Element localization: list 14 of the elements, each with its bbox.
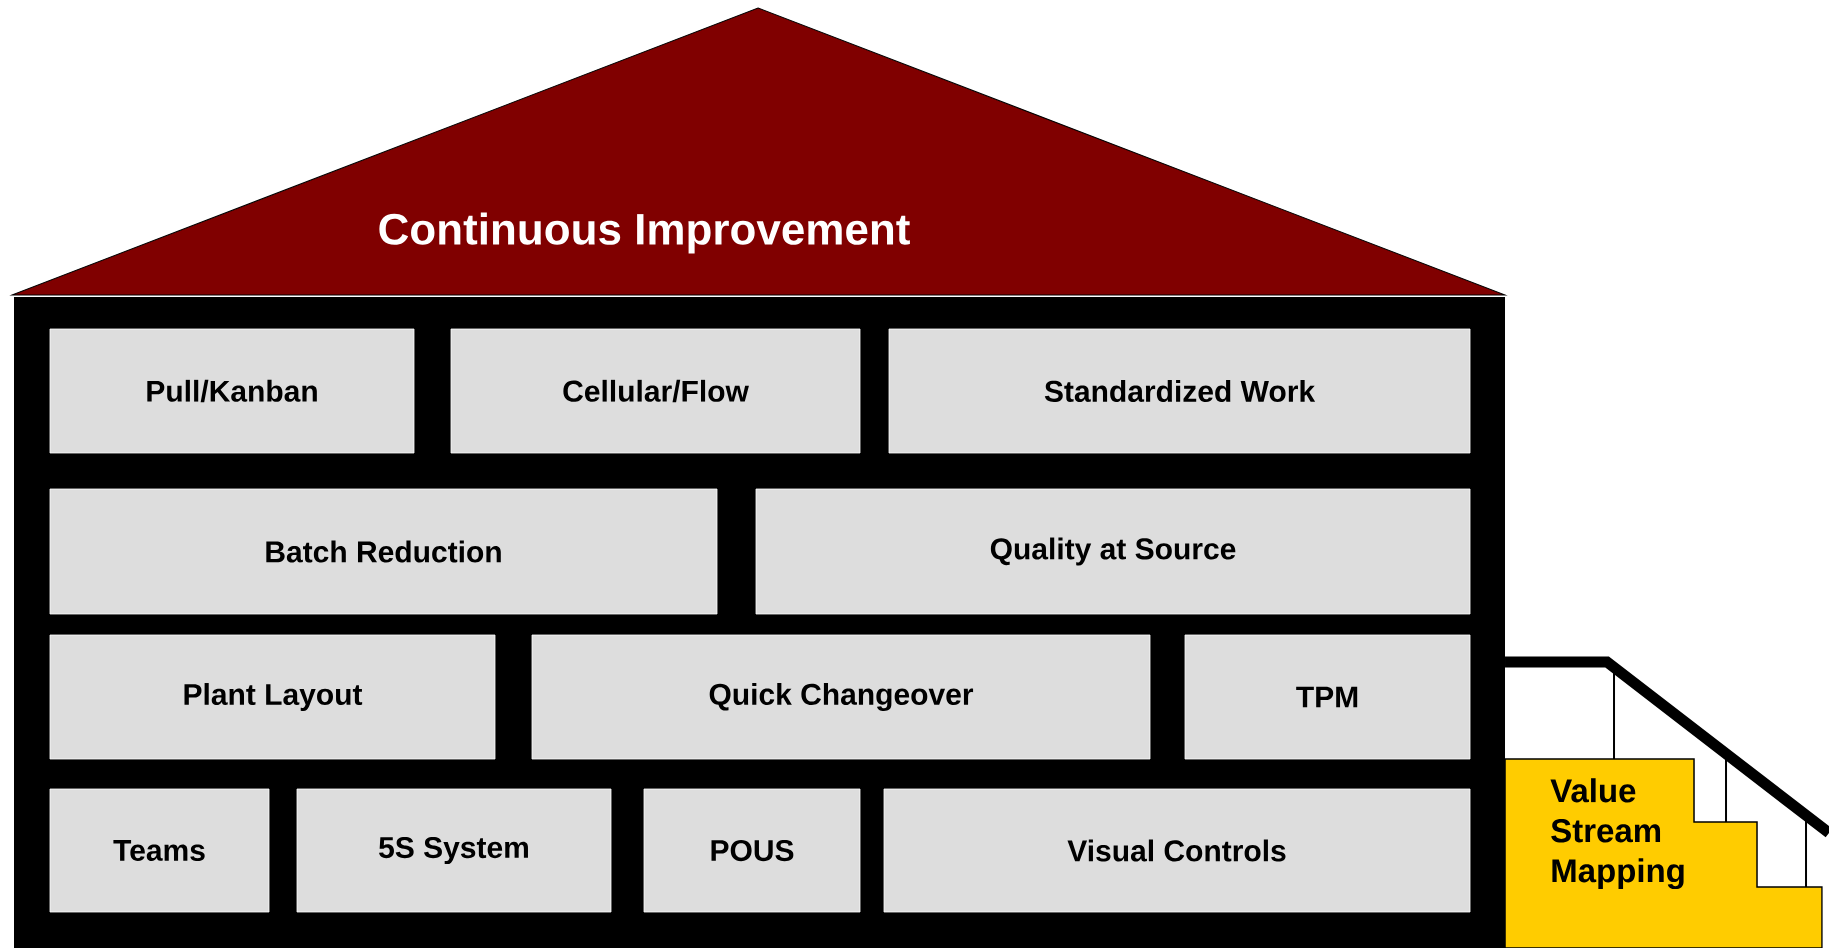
label-box: Standardized Work bbox=[888, 328, 1471, 454]
label-box: Quick Changeover bbox=[531, 634, 1151, 760]
label-box: Quality at Source bbox=[755, 488, 1471, 615]
label-box: Cellular/Flow bbox=[450, 328, 861, 454]
label-box: Pull/Kanban bbox=[49, 328, 415, 454]
label-box: Plant Layout bbox=[49, 634, 496, 760]
label-box: Teams bbox=[49, 788, 270, 913]
roof: Continuous Improvement bbox=[11, 7, 1506, 296]
stair-steps: Value Stream Mapping bbox=[1504, 758, 1823, 948]
label-box: POUS bbox=[643, 788, 861, 913]
label-box: TPM bbox=[1184, 634, 1471, 760]
label-box: Visual Controls bbox=[883, 788, 1471, 913]
label-box: Batch Reduction bbox=[49, 488, 718, 615]
label-box: 5S System bbox=[296, 788, 612, 913]
